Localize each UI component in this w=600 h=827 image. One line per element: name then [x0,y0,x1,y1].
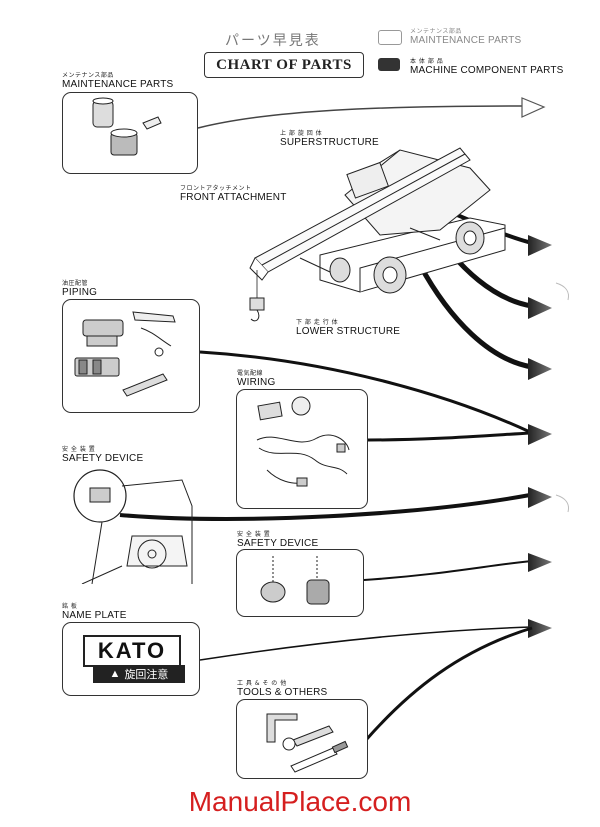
cab-interior-illustration [62,466,202,584]
piping-arrow[interactable] [199,350,531,434]
safety-device-box[interactable] [236,549,364,617]
safety-device-cab-jp: 安 全 装 置 [62,446,96,453]
crane-illustration [249,147,506,322]
name-plate-arrow[interactable] [199,619,552,661]
name-plate-box[interactable]: KATO ▲ 旋回注意 [62,622,200,696]
kato-logo-text: KATO [97,638,167,663]
tools-others-arrow[interactable] [364,626,533,741]
legend-machine-swatch [378,58,400,71]
wiring-jp: 電気配線 [237,370,264,377]
name-plate-label: NAME PLATE [62,610,127,621]
tools-others-label: TOOLS & OTHERS [237,687,328,698]
safety-device-cab-arrow[interactable] [119,487,552,521]
overwind-switch-icon [260,556,330,605]
superstructure-label: SUPERSTRUCTURE [280,137,379,148]
wiring-label: WIRING [237,377,276,388]
legend-machine-label: MACHINE COMPONENT PARTS [410,65,564,76]
maintenance-parts-jp: メンテナンス部品 [62,72,114,79]
maintenance-parts-label: MAINTENANCE PARTS [62,79,174,90]
maintenance-parts-arrow[interactable] [197,97,546,129]
safety-device-cab-label: SAFETY DEVICE [62,453,144,464]
lower-structure-arrow[interactable] [417,263,552,380]
piping-box[interactable] [62,299,200,413]
binder-hole-marks [555,282,569,513]
hydraulic-parts-icon [74,311,176,397]
wiring-arrow[interactable] [367,424,552,445]
lower-structure-label: LOWER STRUCTURE [296,326,401,337]
piping-jp: 油圧配管 [62,280,89,287]
safety-device-jp: 安 全 装 置 [237,531,271,538]
page-title-jp: パーツ早見表 [225,33,321,49]
legend-machine-jp: 本 体 部 品 [410,58,444,65]
legend-maintenance-swatch [378,30,402,45]
safety-device-label: SAFETY DEVICE [237,538,319,549]
page-title: CHART OF PARTS [216,56,352,73]
page-title-box: CHART OF PARTS [204,52,364,78]
warning-icon: ▲ [109,668,121,680]
lower-structure-jp: 下 部 走 行 体 [296,319,339,326]
tools-others-jp: 工 具 & そ の 他 [237,680,287,687]
warning-text: 旋回注意 [124,668,169,681]
front-attachment-label: FRONT ATTACHMENT [180,192,287,203]
watermark: ManualPlace.com [0,786,600,818]
piping-label: PIPING [62,287,98,298]
kato-plate: KATO [83,635,181,667]
superstructure-jp: 上 部 旋 回 体 [280,130,323,137]
tools-others-box[interactable] [236,699,368,779]
wiring-harness-icon [256,396,350,487]
warning-plate: ▲ 旋回注意 [93,665,185,683]
name-plate-jp: 銘 板 [62,603,78,610]
safety-device-arrow[interactable] [363,553,552,581]
front-attachment-jp: フロントアタッチメント [180,185,252,192]
legend-maintenance-label: MAINTENANCE PARTS [410,35,522,46]
tools-icon [266,713,349,773]
legend-maintenance-jp: メンテナンス部品 [410,28,462,35]
maintenance-parts-box[interactable] [62,92,198,174]
watermark-text: ManualPlace.com [188,786,412,817]
filter-icon [92,97,162,156]
wiring-box[interactable] [236,389,368,509]
